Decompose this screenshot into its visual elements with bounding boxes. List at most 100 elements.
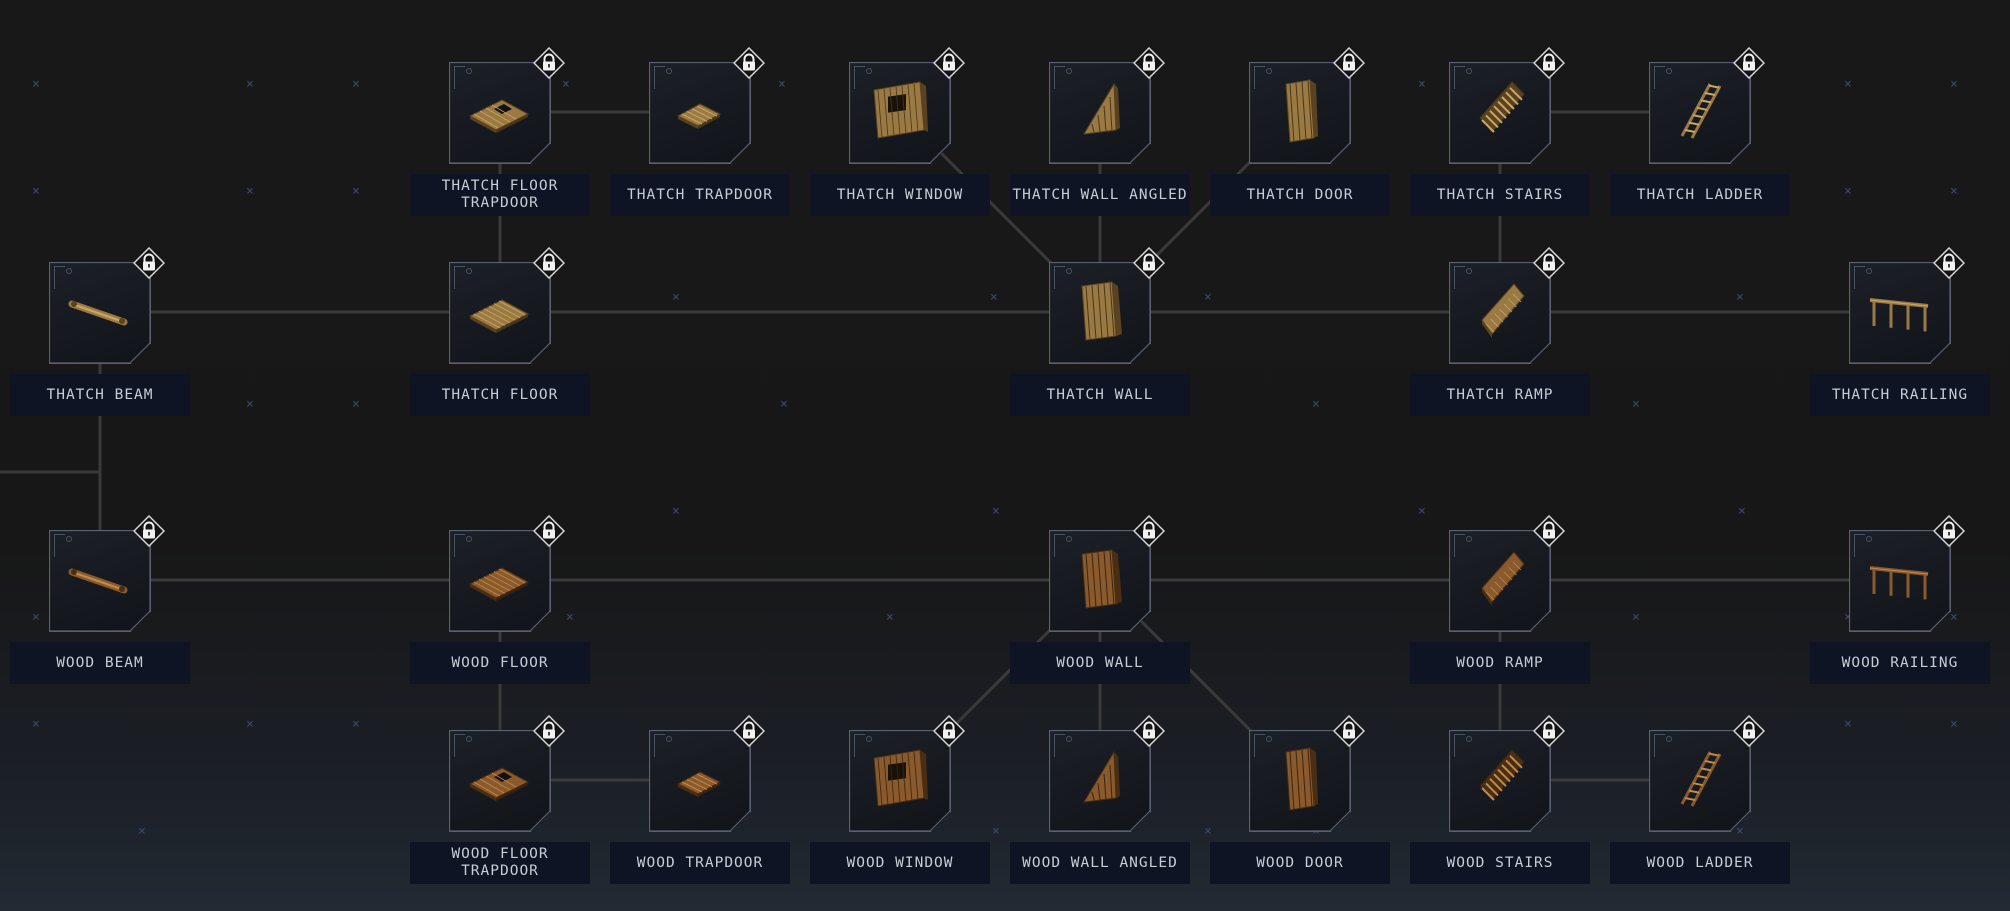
- grid-cross-mark: ×: [1204, 824, 1212, 839]
- wood-floor-trapdoor-icon: [468, 767, 530, 801]
- frame-corner-mark: [1054, 66, 1065, 89]
- grid-cross-mark: ×: [1738, 504, 1746, 519]
- tech-node-thatch-floor-trapdoor[interactable]: THATCH FLOOR TRAPDOOR: [410, 47, 590, 216]
- frame-corner-dot: [1466, 736, 1472, 742]
- grid-cross-mark: ×: [352, 397, 360, 412]
- tech-node-wood-floor-trapdoor[interactable]: WOOD FLOOR TRAPDOOR: [410, 715, 590, 884]
- tech-node-thatch-door[interactable]: THATCH DOOR: [1210, 47, 1390, 216]
- padlock-icon: [933, 47, 965, 79]
- frame-corner-mark: [54, 534, 65, 557]
- padlock-icon: [1333, 47, 1365, 79]
- frame-corner-mark: [1254, 734, 1265, 757]
- frame-corner-mark: [454, 534, 465, 557]
- tech-node-wood-ladder[interactable]: WOOD LADDER: [1610, 715, 1790, 884]
- frame-corner-dot: [466, 736, 472, 742]
- grid-cross-mark: ×: [1844, 77, 1852, 92]
- padlock-icon: [733, 47, 765, 79]
- wood-railing-icon: [1869, 566, 1929, 600]
- tech-node-thatch-trapdoor[interactable]: THATCH TRAPDOOR: [610, 47, 790, 216]
- grid-cross-mark: ×: [1950, 77, 1958, 92]
- grid-cross-mark: ×: [672, 290, 680, 305]
- frame-corner-mark: [1654, 734, 1665, 757]
- node-label: WOOD WALL: [1010, 642, 1190, 684]
- frame-corner-dot: [1066, 68, 1072, 74]
- grid-cross-mark: ×: [32, 610, 40, 625]
- thatch-wall-icon: [1081, 281, 1122, 341]
- wood-trapdoor-icon: [676, 771, 722, 797]
- tech-node-thatch-ramp[interactable]: THATCH RAMP: [1410, 247, 1590, 416]
- tech-node-thatch-floor[interactable]: THATCH FLOOR: [410, 247, 590, 416]
- tech-node-thatch-stairs[interactable]: THATCH STAIRS: [1410, 47, 1590, 216]
- frame-corner-dot: [666, 68, 672, 74]
- frame-corner-mark: [654, 734, 665, 757]
- padlock-icon: [1733, 715, 1765, 747]
- grid-cross-mark: ×: [562, 77, 570, 92]
- grid-cross-mark: ×: [1844, 184, 1852, 199]
- frame-corner-dot: [1266, 68, 1272, 74]
- frame-corner-dot: [1466, 68, 1472, 74]
- frame-corner-mark: [854, 734, 865, 757]
- frame-corner-dot: [1066, 536, 1072, 542]
- tech-node-thatch-railing[interactable]: THATCH RAILING: [1810, 247, 1990, 416]
- frame-corner-dot: [1466, 268, 1472, 274]
- grid-cross-mark: ×: [32, 77, 40, 92]
- wood-door-icon: [1285, 747, 1318, 811]
- frame-corner-mark: [1054, 266, 1065, 289]
- padlock-icon: [1733, 47, 1765, 79]
- tech-node-wood-wall[interactable]: WOOD WALL: [1010, 515, 1190, 684]
- grid-cross-mark: ×: [1950, 717, 1958, 732]
- grid-cross-mark: ×: [778, 77, 786, 92]
- grid-cross-mark: ×: [1736, 290, 1744, 305]
- node-label: THATCH DOOR: [1210, 174, 1390, 216]
- tech-node-wood-floor[interactable]: WOOD FLOOR: [410, 515, 590, 684]
- grid-cross-mark: ×: [990, 290, 998, 305]
- node-label: WOOD TRAPDOOR: [610, 842, 790, 884]
- node-label: THATCH RAILING: [1810, 374, 1990, 416]
- node-label: WOOD BEAM: [10, 642, 190, 684]
- frame-corner-mark: [854, 66, 865, 89]
- frame-corner-mark: [1654, 66, 1665, 89]
- frame-corner-dot: [1266, 736, 1272, 742]
- thatch-stairs-icon: [1479, 81, 1525, 133]
- grid-cross-mark: ×: [352, 717, 360, 732]
- node-label: THATCH FLOOR TRAPDOOR: [410, 174, 590, 216]
- tech-node-wood-wall-angled[interactable]: WOOD WALL ANGLED: [1010, 715, 1190, 884]
- wood-ramp-icon: [1481, 551, 1525, 606]
- frame-corner-dot: [466, 536, 472, 542]
- frame-corner-dot: [1066, 268, 1072, 274]
- tech-node-thatch-beam[interactable]: THATCH BEAM: [10, 247, 190, 416]
- padlock-icon: [533, 47, 565, 79]
- node-label: WOOD WINDOW: [810, 842, 990, 884]
- tech-node-wood-door[interactable]: WOOD DOOR: [1210, 715, 1390, 884]
- padlock-icon: [933, 715, 965, 747]
- grid-cross-mark: ×: [246, 397, 254, 412]
- grid-cross-mark: ×: [352, 184, 360, 199]
- node-label: THATCH RAMP: [1410, 374, 1590, 416]
- tech-node-wood-window[interactable]: WOOD WINDOW: [810, 715, 990, 884]
- thatch-door-icon: [1285, 79, 1318, 143]
- grid-cross-mark: ×: [1950, 184, 1958, 199]
- padlock-icon: [1133, 515, 1165, 547]
- tech-node-wood-railing[interactable]: WOOD RAILING: [1810, 515, 1990, 684]
- padlock-icon: [1133, 47, 1165, 79]
- node-label: WOOD FLOOR: [410, 642, 590, 684]
- tech-node-thatch-ladder[interactable]: THATCH LADDER: [1610, 47, 1790, 216]
- wood-window-icon: [873, 749, 928, 807]
- thatch-beam-icon: [68, 300, 128, 326]
- padlock-icon: [1133, 715, 1165, 747]
- node-label: THATCH WALL: [1010, 374, 1190, 416]
- wood-ladder-icon: [1680, 751, 1722, 807]
- tech-node-thatch-window[interactable]: THATCH WINDOW: [810, 47, 990, 216]
- tech-node-wood-ramp[interactable]: WOOD RAMP: [1410, 515, 1590, 684]
- grid-cross-mark: ×: [246, 184, 254, 199]
- wood-wall-icon: [1081, 549, 1122, 609]
- thatch-trapdoor-icon: [676, 103, 722, 129]
- padlock-icon: [1933, 515, 1965, 547]
- grid-cross-mark: ×: [138, 824, 146, 839]
- frame-corner-dot: [1066, 736, 1072, 742]
- tech-node-wood-beam[interactable]: WOOD BEAM: [10, 515, 190, 684]
- tech-node-thatch-wall-angled[interactable]: THATCH WALL ANGLED: [1010, 47, 1190, 216]
- tech-node-thatch-wall[interactable]: THATCH WALL: [1010, 247, 1190, 416]
- tech-node-wood-trapdoor[interactable]: WOOD TRAPDOOR: [610, 715, 790, 884]
- tech-node-wood-stairs[interactable]: WOOD STAIRS: [1410, 715, 1590, 884]
